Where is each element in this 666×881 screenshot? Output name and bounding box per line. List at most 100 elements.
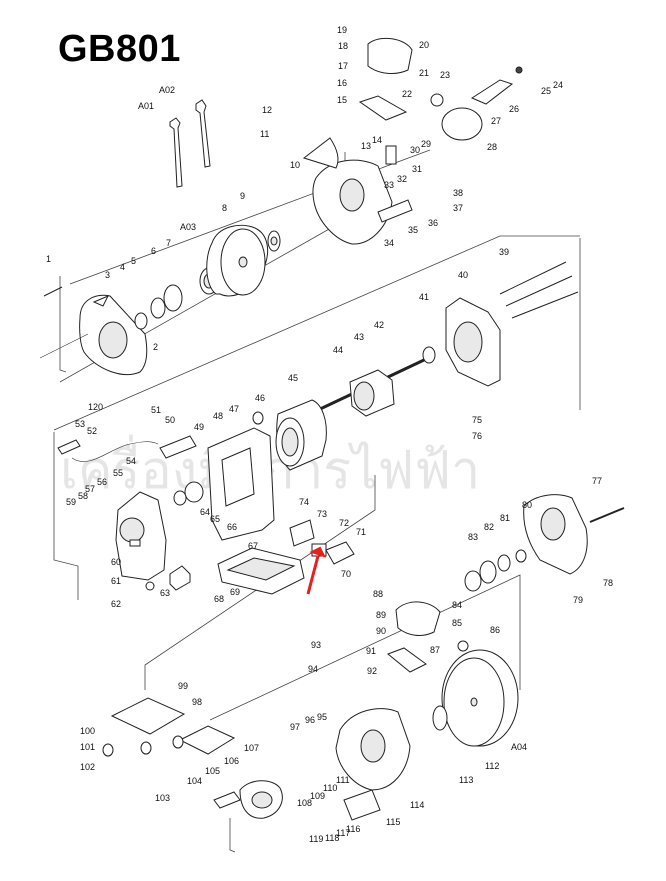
callout-85: 85	[452, 618, 462, 628]
spark-guard-parts	[377, 145, 413, 223]
callout-104: 104	[187, 776, 202, 786]
callout-61: 61	[111, 576, 121, 586]
callout-98: 98	[192, 697, 202, 707]
callout-56: 56	[97, 477, 107, 487]
callout-87: 87	[430, 645, 440, 655]
pedestal	[102, 697, 236, 757]
callout-5: 5	[131, 256, 136, 266]
callout-92: 92	[367, 666, 377, 676]
callout-10: 10	[290, 160, 300, 170]
callout-90: 90	[376, 626, 386, 636]
callout-76: 76	[472, 431, 482, 441]
callout-103: 103	[155, 793, 170, 803]
wrench-a01	[169, 117, 183, 188]
callout-89: 89	[376, 610, 386, 620]
callout-26: 26	[509, 104, 519, 114]
callout-37: 37	[453, 203, 463, 213]
callout-79: 79	[573, 595, 583, 605]
callout-97: 97	[290, 722, 300, 732]
callout-36: 36	[428, 218, 438, 228]
stator	[275, 399, 327, 471]
callout-32: 32	[397, 174, 407, 184]
callout-53: 53	[75, 419, 85, 429]
callout-9: 9	[240, 191, 245, 201]
callout-69: 69	[230, 587, 240, 597]
callout-1: 1	[46, 254, 51, 264]
motor-housing-right	[445, 297, 501, 387]
callout-63: 63	[160, 588, 170, 598]
callout-86: 86	[490, 625, 500, 635]
part-number-callouts: 1234567891011121314151617181920212223242…	[46, 25, 613, 844]
callout-46: 46	[255, 393, 265, 403]
wrench-a02	[195, 99, 211, 168]
center-housing	[207, 427, 275, 541]
callout-24: 24	[553, 80, 563, 90]
callout-84: 84	[452, 600, 462, 610]
callout-20: 20	[419, 40, 429, 50]
callout-83: 83	[468, 532, 478, 542]
callout-107: 107	[244, 743, 259, 753]
callout-15: 15	[337, 95, 347, 105]
left-nut-flange-set	[134, 267, 219, 330]
callout-59: 59	[66, 497, 76, 507]
callout-58: 58	[78, 491, 88, 501]
callout-43: 43	[354, 332, 364, 342]
callout-102: 102	[80, 762, 95, 772]
eye-shield-lower	[387, 601, 469, 673]
callout-29: 29	[421, 139, 431, 149]
callout-93: 93	[311, 640, 321, 650]
wheel-flange-112	[432, 705, 448, 731]
callout-96: 96	[305, 715, 315, 725]
callout-119: 119	[309, 834, 323, 844]
callout-50: 50	[165, 415, 175, 425]
callout-41: 41	[419, 292, 429, 302]
callout-7: 7	[166, 238, 171, 248]
callout-101: 101	[80, 742, 95, 752]
callout-39: 39	[499, 247, 509, 257]
bearing-56	[173, 481, 204, 506]
callout-19: 19	[337, 25, 347, 35]
callout-70: 70	[341, 569, 351, 579]
callout-74: 74	[299, 497, 309, 507]
callout-a04: A04	[511, 742, 527, 752]
callout-71: 71	[356, 527, 366, 537]
eye-shield-top	[358, 37, 523, 141]
callout-21: 21	[419, 68, 429, 78]
callout-88: 88	[373, 589, 383, 599]
callout-49: 49	[194, 422, 204, 432]
right-wheel-guard	[302, 137, 393, 245]
callout-64: 64	[200, 507, 210, 517]
callout-65: 65	[210, 514, 220, 524]
grinding-wheel-a03	[206, 224, 269, 297]
callout-28: 28	[487, 142, 497, 152]
callout-77: 77	[592, 476, 602, 486]
callout-68: 68	[214, 594, 224, 604]
callout-75: 75	[472, 415, 482, 425]
callout-94: 94	[308, 664, 318, 674]
callout-106: 106	[224, 756, 239, 766]
callout-31: 31	[412, 164, 422, 174]
callout-14: 14	[372, 135, 382, 145]
callout-73: 73	[317, 509, 327, 519]
wheel-flange-8	[267, 230, 281, 252]
callout-23: 23	[440, 70, 450, 80]
callout-60: 60	[111, 557, 121, 567]
callout-99: 99	[178, 681, 188, 691]
callout-3: 3	[105, 270, 110, 280]
callout-47: 47	[229, 404, 239, 414]
callout-105: 105	[205, 766, 220, 776]
callout-44: 44	[333, 345, 343, 355]
callout-8: 8	[222, 203, 227, 213]
callout-66: 66	[227, 522, 237, 532]
callout-78: 78	[603, 578, 613, 588]
callout-12: 12	[262, 105, 272, 115]
callout-6: 6	[151, 246, 156, 256]
callout-17: 17	[338, 61, 348, 71]
callout-120: 120	[88, 402, 103, 412]
callout-116: 116	[346, 824, 360, 834]
callout-95: 95	[317, 712, 327, 722]
callout-117: 117	[336, 828, 350, 838]
callout-80: 80	[522, 500, 532, 510]
callout-a03: A03	[180, 222, 196, 232]
